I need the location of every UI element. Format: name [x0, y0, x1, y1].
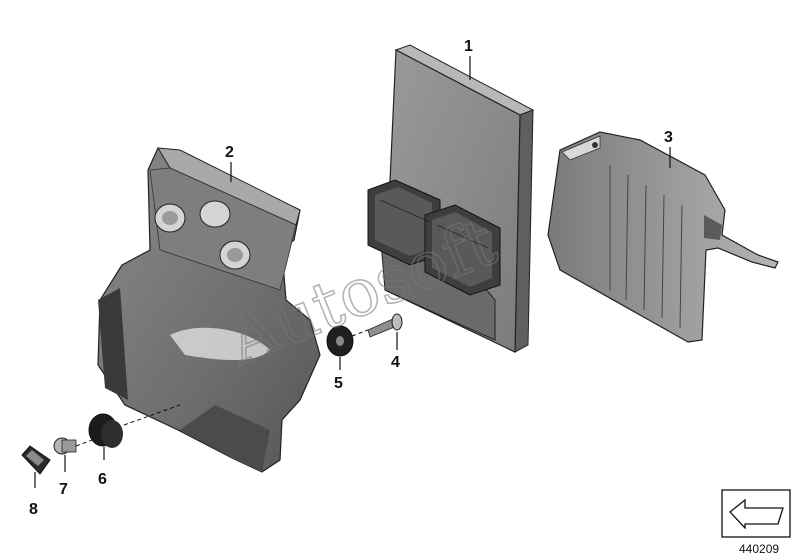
- part-bushing[interactable]: [53, 437, 77, 455]
- callout-8: 8: [29, 501, 38, 518]
- assembly-line-grommet: [123, 404, 181, 426]
- part-grommet[interactable]: [88, 413, 123, 448]
- callout-4: 4: [391, 354, 400, 371]
- part-screw[interactable]: [367, 313, 403, 338]
- callout-2: 2: [225, 144, 234, 161]
- callout-1: 1: [464, 38, 473, 55]
- assembly-line-screw: [351, 329, 369, 337]
- part-washer[interactable]: [326, 325, 354, 357]
- assembly-line-bushing: [75, 439, 93, 447]
- reference-arrow-box: [721, 489, 791, 538]
- callout-3: 3: [664, 129, 673, 146]
- figure-number: 440209: [739, 542, 779, 556]
- part-clip-nut[interactable]: [21, 445, 51, 475]
- part-control-unit[interactable]: [367, 44, 535, 353]
- callout-6: 6: [98, 471, 107, 488]
- part-holder[interactable]: [97, 147, 321, 473]
- part-cover[interactable]: [547, 131, 779, 343]
- callout-7: 7: [59, 481, 68, 498]
- reference-arrow-icon: [729, 498, 784, 530]
- callout-5: 5: [334, 375, 343, 392]
